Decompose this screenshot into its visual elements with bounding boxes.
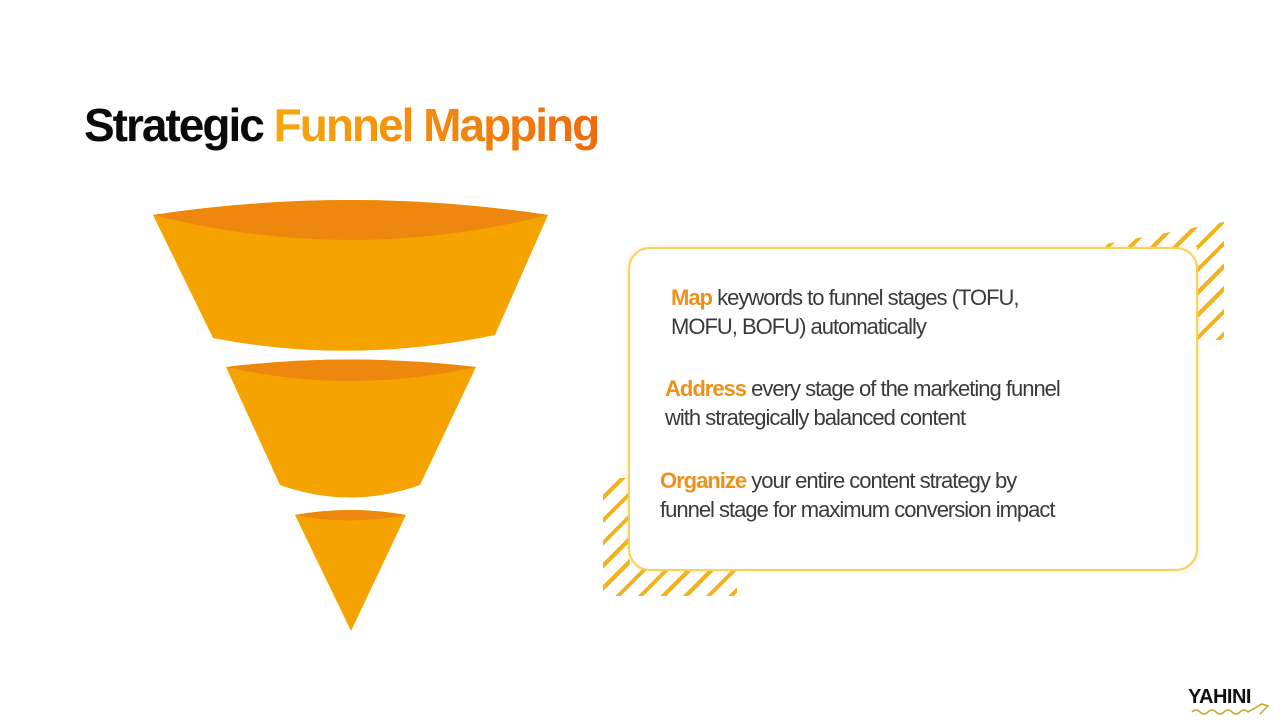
features-card: [628, 247, 1198, 571]
bullet-organize: Organize your entire content strategy by…: [660, 468, 1056, 522]
page-title: Strategic Funnel Mapping: [84, 99, 600, 151]
logo-wave-icon: [1191, 703, 1270, 715]
bullet-address: Address every stage of the marketing fun…: [665, 376, 1061, 430]
funnel-graphic: [153, 200, 548, 631]
yahini-logo: YAHINI: [1188, 686, 1251, 708]
funnel-tier-middle: [226, 359, 476, 498]
funnel-tier-top: [153, 200, 548, 351]
funnel-tier-bottom: [295, 510, 406, 631]
bullet-map: Map keywords to funnel stages (TOFU,MOFU…: [671, 285, 1020, 339]
